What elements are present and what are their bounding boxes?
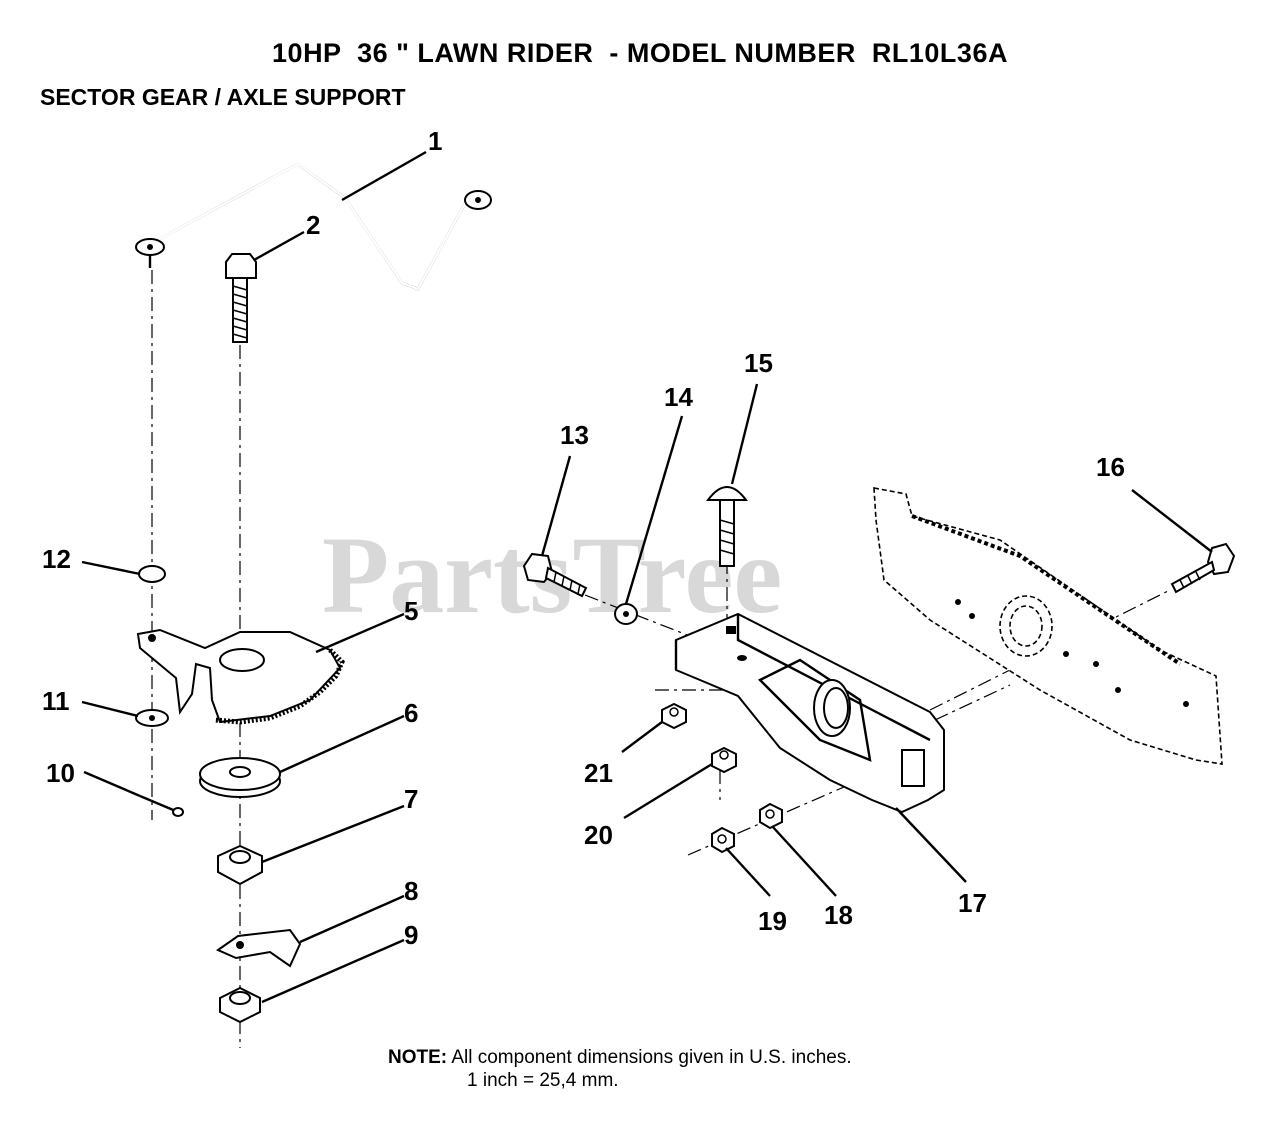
part-20-nut [711, 746, 737, 774]
part-16-bolt [1170, 542, 1236, 594]
callout-14: 14 [664, 382, 693, 412]
part-8-clip [215, 928, 302, 968]
callout-5: 5 [404, 596, 418, 626]
callout-11: 11 [42, 686, 70, 716]
part-18-nut [759, 802, 783, 830]
callout-7: 7 [404, 784, 418, 814]
part-10-pin [139, 794, 179, 814]
callout-15: 15 [744, 348, 773, 378]
part-17-axle-support [674, 612, 945, 814]
callout-21: 21 [584, 758, 613, 788]
callout-16: 16 [1096, 452, 1125, 482]
leader-lines [81, 150, 1213, 1004]
callout-2: 2 [306, 210, 320, 240]
part-15-bolt [706, 486, 748, 567]
frame-reference [873, 487, 1223, 765]
part-7-nut [217, 844, 263, 886]
callout-19: 19 [758, 906, 787, 936]
part-19-nut [711, 826, 735, 854]
callout-18: 18 [824, 900, 853, 930]
note-line2: 1 inch = 25,4 mm. [467, 1070, 619, 1091]
part-9-nut [219, 986, 261, 1024]
dimensions-note: NOTE: All component dimensions given in … [388, 1046, 852, 1070]
diagram-subtitle: SECTOR GEAR / AXLE SUPPORT [40, 84, 406, 110]
callout-9: 9 [404, 920, 418, 950]
callout-12: 12 [42, 544, 71, 574]
callout-17: 17 [958, 888, 987, 918]
note-label: NOTE: [388, 1047, 448, 1068]
callout-20: 20 [584, 820, 613, 850]
part-13-bolt [522, 552, 588, 598]
note-line1: All component dimensions given in U.S. i… [451, 1047, 852, 1068]
part-2-bolt [225, 253, 257, 343]
callout-13: 13 [560, 420, 589, 450]
part-21-nut [661, 702, 687, 730]
part-12-nut [138, 565, 166, 583]
part-6-washer [199, 757, 281, 798]
callout-1: 1 [428, 126, 442, 156]
callout-numbers: 1 2 5 6 7 8 9 10 11 12 13 14 15 16 17 18… [42, 126, 1125, 950]
part-1-rod [135, 162, 492, 291]
part-5-sector-gear [136, 628, 345, 725]
diagram-title: 10HP 36 " LAWN RIDER - MODEL NUMBER RL10… [272, 38, 1008, 68]
callout-6: 6 [404, 698, 418, 728]
callout-10: 10 [46, 758, 75, 788]
callout-8: 8 [404, 876, 418, 906]
